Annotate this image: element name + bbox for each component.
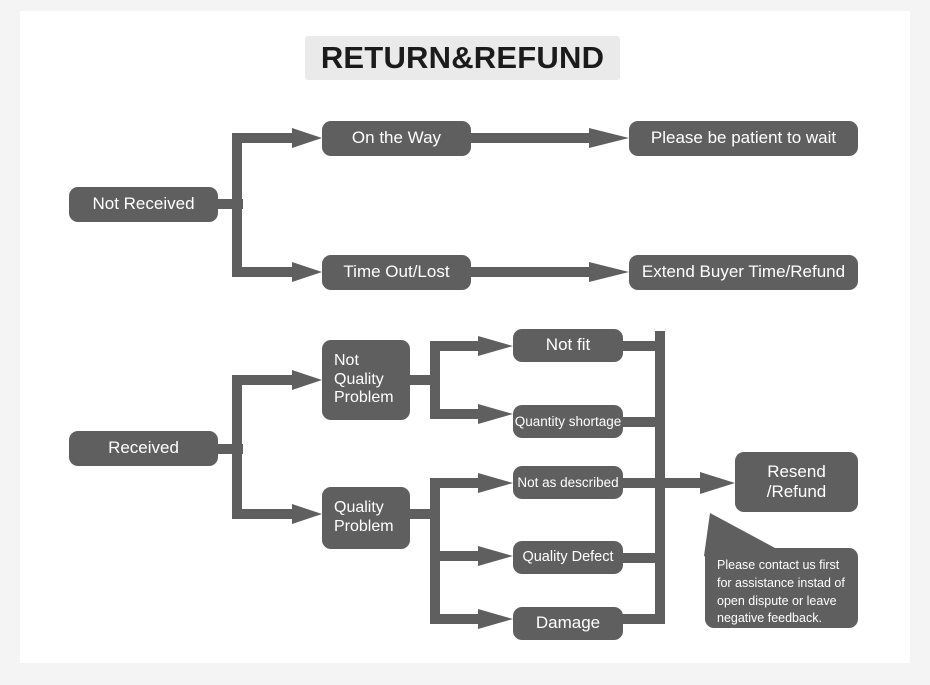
wire-not-received-spine xyxy=(232,133,242,277)
arrowhead-quality-defect xyxy=(478,546,513,566)
arrowhead-please-wait xyxy=(589,128,629,148)
arrowhead-damage xyxy=(478,609,513,629)
wire-bus-from-damage xyxy=(622,614,660,624)
wire-received-top-arm xyxy=(232,375,298,385)
wire-bus-to-resend xyxy=(660,478,708,488)
wire-nqp-arm-not-fit xyxy=(430,341,484,351)
wire-nqp-stub xyxy=(410,375,437,385)
wire-nqp-arm-quantity xyxy=(430,409,484,419)
arrowhead-not-fit xyxy=(478,336,513,356)
wire-bus-from-quantity xyxy=(622,417,660,427)
wire-qp-arm-quality-defect xyxy=(430,551,484,561)
node-not-received[interactable]: Not Received xyxy=(69,187,218,222)
wire-nqp-spine xyxy=(430,341,440,419)
node-quality-defect[interactable]: Quality Defect xyxy=(513,541,623,574)
wire-received-spine xyxy=(232,375,242,519)
wire-qp-stub xyxy=(410,509,437,519)
node-please-be-patient-to-wait[interactable]: Please be patient to wait xyxy=(629,121,858,156)
wire-not-received-top-arm xyxy=(232,133,298,143)
node-extend-buyer-time-refund[interactable]: Extend Buyer Time/Refund xyxy=(629,255,858,290)
wire-bus-from-not-as-described xyxy=(622,478,660,488)
wire-qp-arm-damage xyxy=(430,614,484,624)
wire-bus-from-not-fit xyxy=(622,341,660,351)
node-received[interactable]: Received xyxy=(69,431,218,466)
node-on-the-way[interactable]: On the Way xyxy=(322,121,471,156)
arrowhead-time-out xyxy=(292,262,322,282)
wire-received-bottom-arm xyxy=(232,509,298,519)
wire-received-stub xyxy=(217,444,243,454)
callout-contact-us-first: Please contact us first for assistance i… xyxy=(705,548,858,628)
node-resend-refund[interactable]: Resend /Refund xyxy=(735,452,858,512)
node-quality-problem[interactable]: Quality Problem xyxy=(322,487,410,549)
arrowhead-extend-buyer xyxy=(589,262,629,282)
arrowhead-on-the-way xyxy=(292,128,322,148)
wire-on-the-way-out xyxy=(470,133,595,143)
page-title: RETURN&REFUND xyxy=(305,36,620,80)
arrowhead-quality-problem xyxy=(292,504,322,524)
node-time-out-lost[interactable]: Time Out/Lost xyxy=(322,255,471,290)
arrowhead-resend-refund xyxy=(700,472,735,494)
node-quantity-shortage[interactable]: Quantity shortage xyxy=(513,405,623,438)
wire-bus-from-quality-defect xyxy=(622,553,660,563)
arrowhead-quantity-shortage xyxy=(478,404,513,424)
node-not-fit[interactable]: Not fit xyxy=(513,329,623,362)
wire-qp-spine xyxy=(430,478,440,624)
wire-not-received-stub xyxy=(217,199,243,209)
wire-not-received-bottom-arm xyxy=(232,267,298,277)
node-damage[interactable]: Damage xyxy=(513,607,623,640)
node-not-quality-problem[interactable]: Not Quality Problem xyxy=(322,340,410,420)
node-not-as-described[interactable]: Not as described xyxy=(513,466,623,499)
wire-time-out-out xyxy=(470,267,595,277)
wire-bus-vertical xyxy=(655,331,665,624)
arrowhead-not-quality-problem xyxy=(292,370,322,390)
arrowhead-not-as-described xyxy=(478,473,513,493)
wire-qp-arm-not-as-described xyxy=(430,478,484,488)
